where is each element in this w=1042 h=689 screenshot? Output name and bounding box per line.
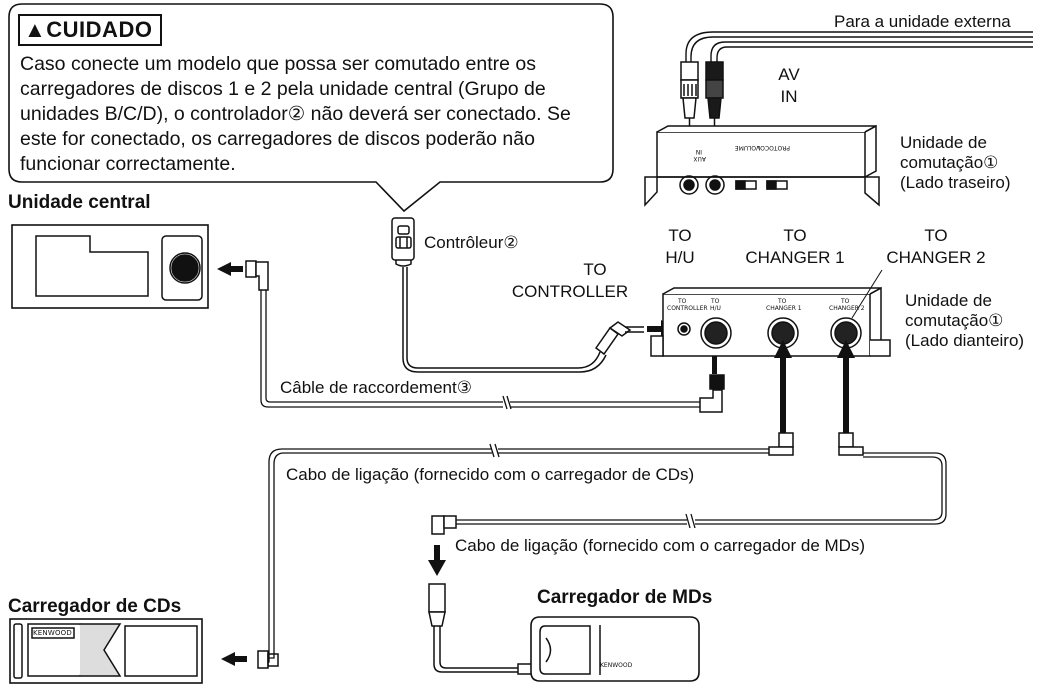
front-mark-changer1: CHANGER 1 bbox=[766, 305, 802, 312]
label-cable-cd: Cabo de ligação (fornecido com o carrega… bbox=[286, 465, 695, 484]
label-switch-front-1: Unidade de bbox=[905, 291, 992, 310]
caution-text: Caso conecte um modelo que possa ser com… bbox=[20, 53, 571, 175]
cable-connection-3 bbox=[260, 290, 700, 410]
front-mark-hu: H/U bbox=[710, 305, 721, 312]
front-mark-to-ch1: TO bbox=[777, 298, 787, 305]
label-switch-rear-3: (Lado traseiro) bbox=[900, 173, 1011, 192]
din-plug-changer2 bbox=[838, 432, 864, 456]
label-to-ch2-2: CHANGER 2 bbox=[886, 248, 986, 267]
front-mark-changer2: CHANGER 2 bbox=[829, 305, 865, 312]
label-connection-cable: Câble de raccordement③ bbox=[280, 378, 472, 397]
switching-unit-rear bbox=[644, 124, 880, 207]
front-markings: TO CONTROLLER TO H/U TO CHANGER 1 TO CHA… bbox=[667, 298, 865, 312]
label-to-ctrl-1: TO bbox=[583, 260, 607, 279]
md-plug bbox=[428, 583, 539, 675]
cable-cd bbox=[258, 443, 769, 663]
brand-cd: KENWOOD bbox=[33, 629, 72, 637]
front-mark-to-hu: TO bbox=[710, 298, 720, 305]
front-mark-controller: CONTROLLER bbox=[667, 305, 708, 312]
din-plug-central bbox=[245, 260, 269, 291]
label-to-ch1-1: TO bbox=[783, 226, 807, 245]
label-to-hu-1: TO bbox=[668, 226, 692, 245]
arrow-to-central bbox=[217, 262, 243, 276]
label-to-ctrl-2: CONTROLLER bbox=[511, 282, 629, 301]
leader-changer2 bbox=[851, 269, 883, 319]
central-unit bbox=[11, 224, 209, 309]
rca-plug-left bbox=[680, 61, 699, 130]
label-to-ch2-1: TO bbox=[924, 226, 948, 245]
caution-bubble bbox=[8, 3, 614, 213]
arrow-to-md-plug bbox=[428, 545, 446, 576]
rear-markings: IN AUX VOLUME PROTOCOL bbox=[693, 144, 790, 162]
label-controller: Contrôleur② bbox=[424, 233, 519, 252]
din-plug-md-cable bbox=[431, 515, 457, 535]
rear-mark-in: IN bbox=[696, 148, 702, 155]
caution-title: ▲CUIDADO bbox=[18, 14, 163, 46]
label-switch-rear-2: comutação① bbox=[900, 153, 999, 172]
front-mark-to-ch2: TO bbox=[840, 298, 850, 305]
label-external-unit: Para a unidade externa bbox=[834, 12, 1011, 31]
cable-md bbox=[455, 452, 947, 529]
label-switch-front-3: (Lado dianteiro) bbox=[905, 331, 1025, 350]
label-to-hu-2: H/U bbox=[665, 248, 695, 267]
md-changer-device bbox=[530, 616, 700, 682]
heading-cd-changer: Carregador de CDs bbox=[8, 596, 182, 617]
cd-changer-device bbox=[9, 618, 203, 684]
label-in: IN bbox=[780, 87, 798, 106]
label-av: AV bbox=[778, 65, 800, 84]
arrow-to-cd bbox=[221, 652, 247, 666]
front-mark-to-ctrl: TO bbox=[677, 298, 687, 305]
rear-mark-aux: AUX bbox=[693, 155, 706, 162]
din-plug-cd bbox=[257, 650, 279, 669]
switching-unit-front bbox=[650, 286, 891, 357]
rear-mark-volume: VOLUME bbox=[735, 144, 760, 151]
heading-central-unit: Unidade central bbox=[8, 192, 151, 213]
rca-plug-right bbox=[705, 61, 724, 130]
label-switch-rear-1: Unidade de bbox=[900, 133, 987, 152]
heading-md-changer: Carregador de MDs bbox=[537, 587, 713, 608]
external-cables bbox=[685, 31, 1033, 62]
controller-device bbox=[391, 217, 607, 373]
controller-plug bbox=[594, 321, 644, 356]
label-switch-front-2: comutação① bbox=[905, 311, 1004, 330]
warning-icon: ▲ bbox=[24, 17, 47, 42]
din-plug-hu bbox=[699, 374, 725, 413]
label-cable-md: Cabo de ligação (fornecido com o carrega… bbox=[455, 536, 866, 555]
brand-md: KENWOOD bbox=[600, 662, 633, 669]
label-to-ch1-2: CHANGER 1 bbox=[745, 248, 845, 267]
caution-title-text: CUIDADO bbox=[46, 17, 153, 42]
din-plug-changer1 bbox=[768, 432, 794, 456]
rear-mark-protocol: PROTOCOL bbox=[756, 144, 790, 151]
arrows-to-changers bbox=[774, 340, 855, 433]
